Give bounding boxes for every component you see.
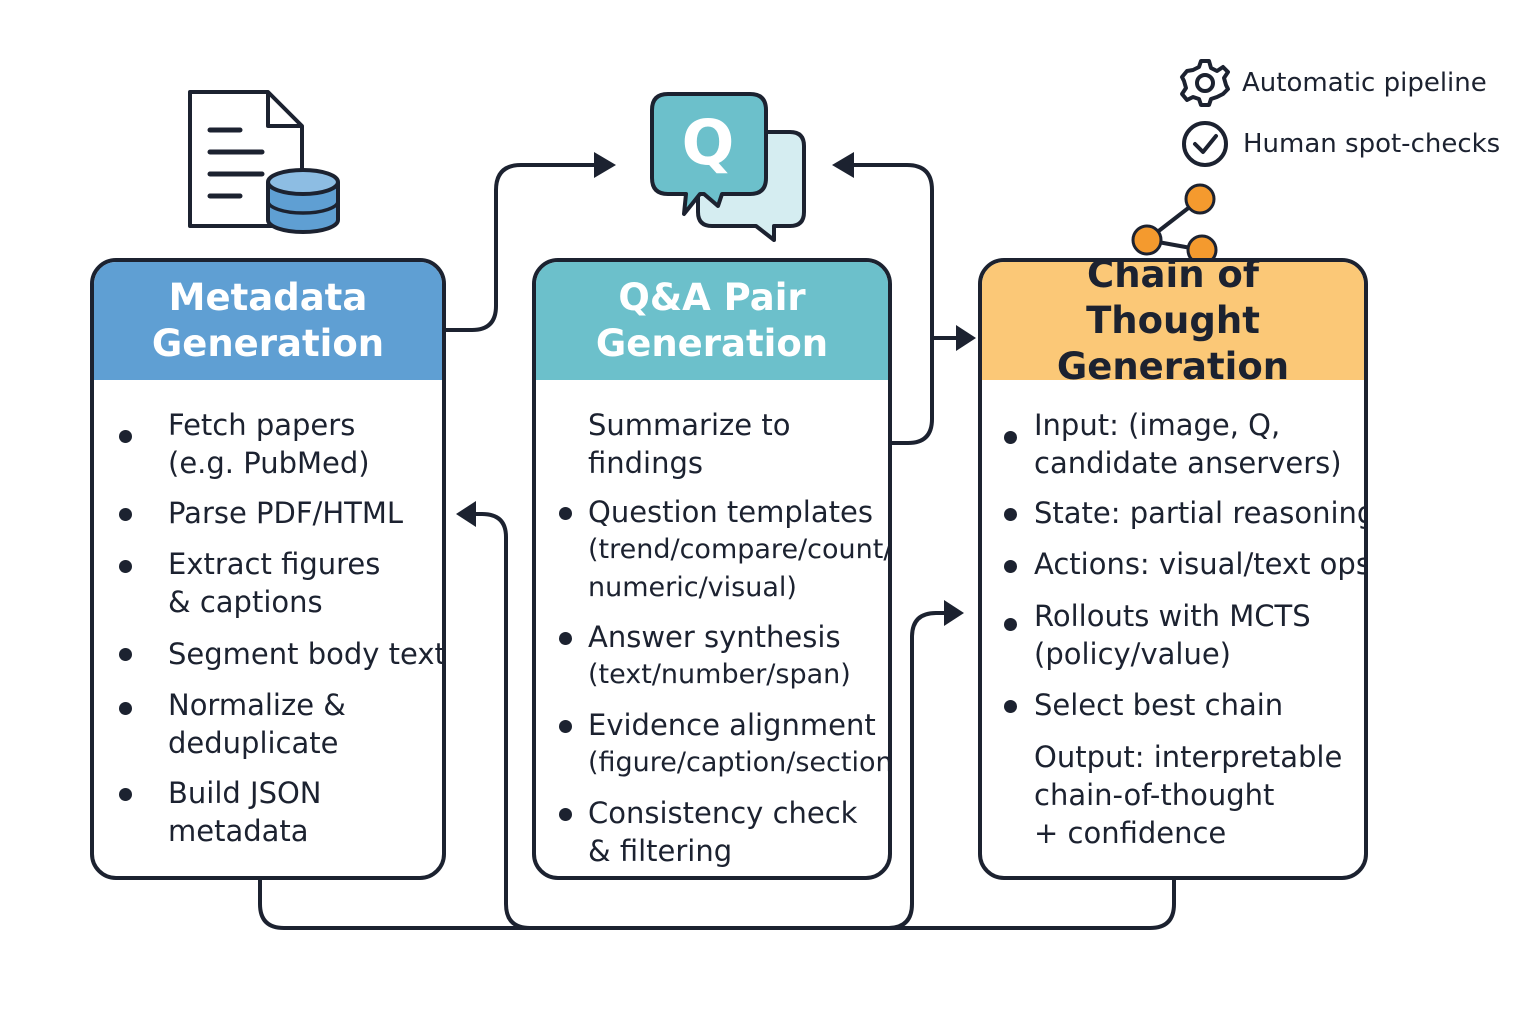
feedback-loop [258, 878, 1176, 930]
bullet-dot [119, 430, 132, 443]
qa-item-question-templates: Question templates (trend/compare/count/… [588, 495, 892, 603]
metadata-item-parse: Parse PDF/HTML [168, 496, 404, 530]
bullet-dot [559, 720, 572, 733]
legend-automatic-pipeline: Automatic pipeline [1242, 68, 1487, 98]
bullet-dot [1004, 560, 1017, 573]
cot-panel-header: Chain of Thought Generation [982, 262, 1364, 388]
metadata-generation-panel: Metadata Generation Fetch papers(e.g. Pu… [90, 258, 446, 880]
arrowhead [456, 501, 476, 527]
cot-title-line2: Thought Generation [1056, 299, 1290, 388]
bullet-dot [559, 632, 572, 645]
cot-item-rollouts: Rollouts with MCTS(policy/value) [1034, 599, 1311, 671]
cot-item-select-best: Select best chain [1034, 688, 1284, 722]
qa-title-line1: Q&A Pair [618, 276, 806, 319]
arrowhead [832, 152, 854, 178]
qa-title-line2: Generation [595, 322, 829, 365]
arrow-loop-to-metadata [470, 512, 532, 930]
qa-item-answer-synthesis: Answer synthesis(text/number/span) [588, 620, 851, 690]
bullet-dot [559, 808, 572, 821]
arrow-loop-to-cot [886, 611, 950, 930]
bullet-dot [119, 702, 132, 715]
bullet-dot [119, 560, 132, 573]
bullet-dot [119, 508, 132, 521]
metadata-title-line1: Metadata [168, 276, 368, 319]
bullet-dot [1004, 618, 1017, 631]
bullet-dot [1004, 508, 1017, 521]
metadata-item-normalize: Normalize &deduplicate [168, 688, 346, 760]
qa-item-evidence-alignment: Evidence alignment(figure/caption/sectio… [588, 708, 892, 778]
arrow-qa-to-icon [850, 163, 934, 445]
arrowhead [956, 325, 976, 351]
bullet-dot [1004, 431, 1017, 444]
cot-item-input: Input: (image, Q,candidate anservers) [1034, 408, 1342, 480]
arrowhead [594, 152, 616, 178]
arrow-metadata-to-qa [444, 163, 600, 332]
metadata-title-line2: Generation [151, 322, 385, 365]
chain-of-thought-panel: Chain of Thought Generation Input: (imag… [978, 258, 1368, 880]
arrowhead [944, 600, 964, 626]
metadata-item-extract: Extract figures& captions [168, 547, 381, 619]
qa-panel-header: Q&A Pair Generation [536, 262, 888, 380]
metadata-panel-header: Metadata Generation [94, 262, 442, 380]
bullet-dot [119, 648, 132, 661]
qa-item-consistency-check: Consistency check& filtering [588, 796, 858, 868]
metadata-item-segment: Segment body text [168, 637, 446, 671]
cot-item-output: Output: interpretable chain-of-thought +… [1034, 740, 1343, 850]
bullet-dot [559, 507, 572, 520]
cot-item-state: State: partial reasoning [1034, 496, 1368, 530]
cot-item-actions: Actions: visual/text ops [1034, 547, 1368, 581]
bullet-dot [1004, 700, 1017, 713]
legend-human-spot-checks: Human spot-checks [1243, 129, 1501, 159]
chat-icon-letter: Q [682, 106, 735, 179]
metadata-item-fetch: Fetch papers(e.g. PubMed) [168, 408, 370, 480]
cot-title-line1: Chain of [1087, 258, 1259, 296]
bullet-dot [119, 788, 132, 801]
